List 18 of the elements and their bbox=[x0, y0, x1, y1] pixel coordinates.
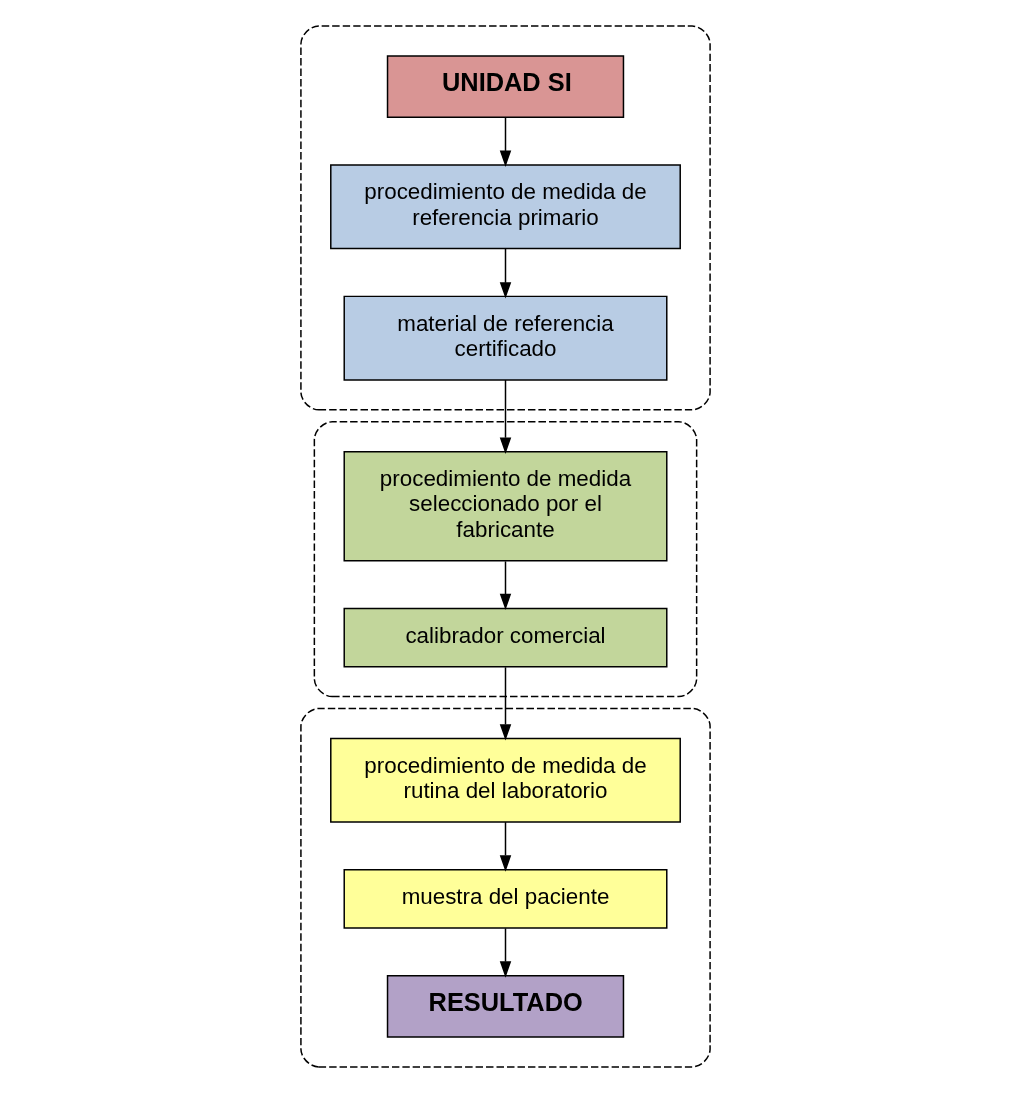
arrow bbox=[499, 927, 512, 978]
cluster bbox=[313, 421, 698, 698]
arrow bbox=[499, 666, 512, 741]
node-box: procedimiento de medida seleccionado por el fabricante bbox=[343, 450, 668, 562]
node-box: procedimiento de medida de referencia primario bbox=[330, 164, 681, 250]
node-box: RESULTADO bbox=[386, 975, 625, 1038]
arrow bbox=[499, 248, 512, 299]
cluster bbox=[300, 25, 711, 411]
node-box: calibrador comercial bbox=[343, 607, 668, 668]
node-box: muestra del paciente bbox=[343, 869, 668, 929]
arrow bbox=[499, 379, 512, 454]
arrow bbox=[499, 116, 512, 167]
node-box: material de referencia certificado bbox=[343, 295, 668, 381]
node-box: UNIDAD SI bbox=[386, 55, 625, 118]
arrow bbox=[499, 560, 512, 611]
arrow bbox=[499, 821, 512, 872]
cluster bbox=[300, 707, 711, 1068]
node-box: procedimiento de medida de rutina del laboratorio bbox=[330, 737, 681, 823]
